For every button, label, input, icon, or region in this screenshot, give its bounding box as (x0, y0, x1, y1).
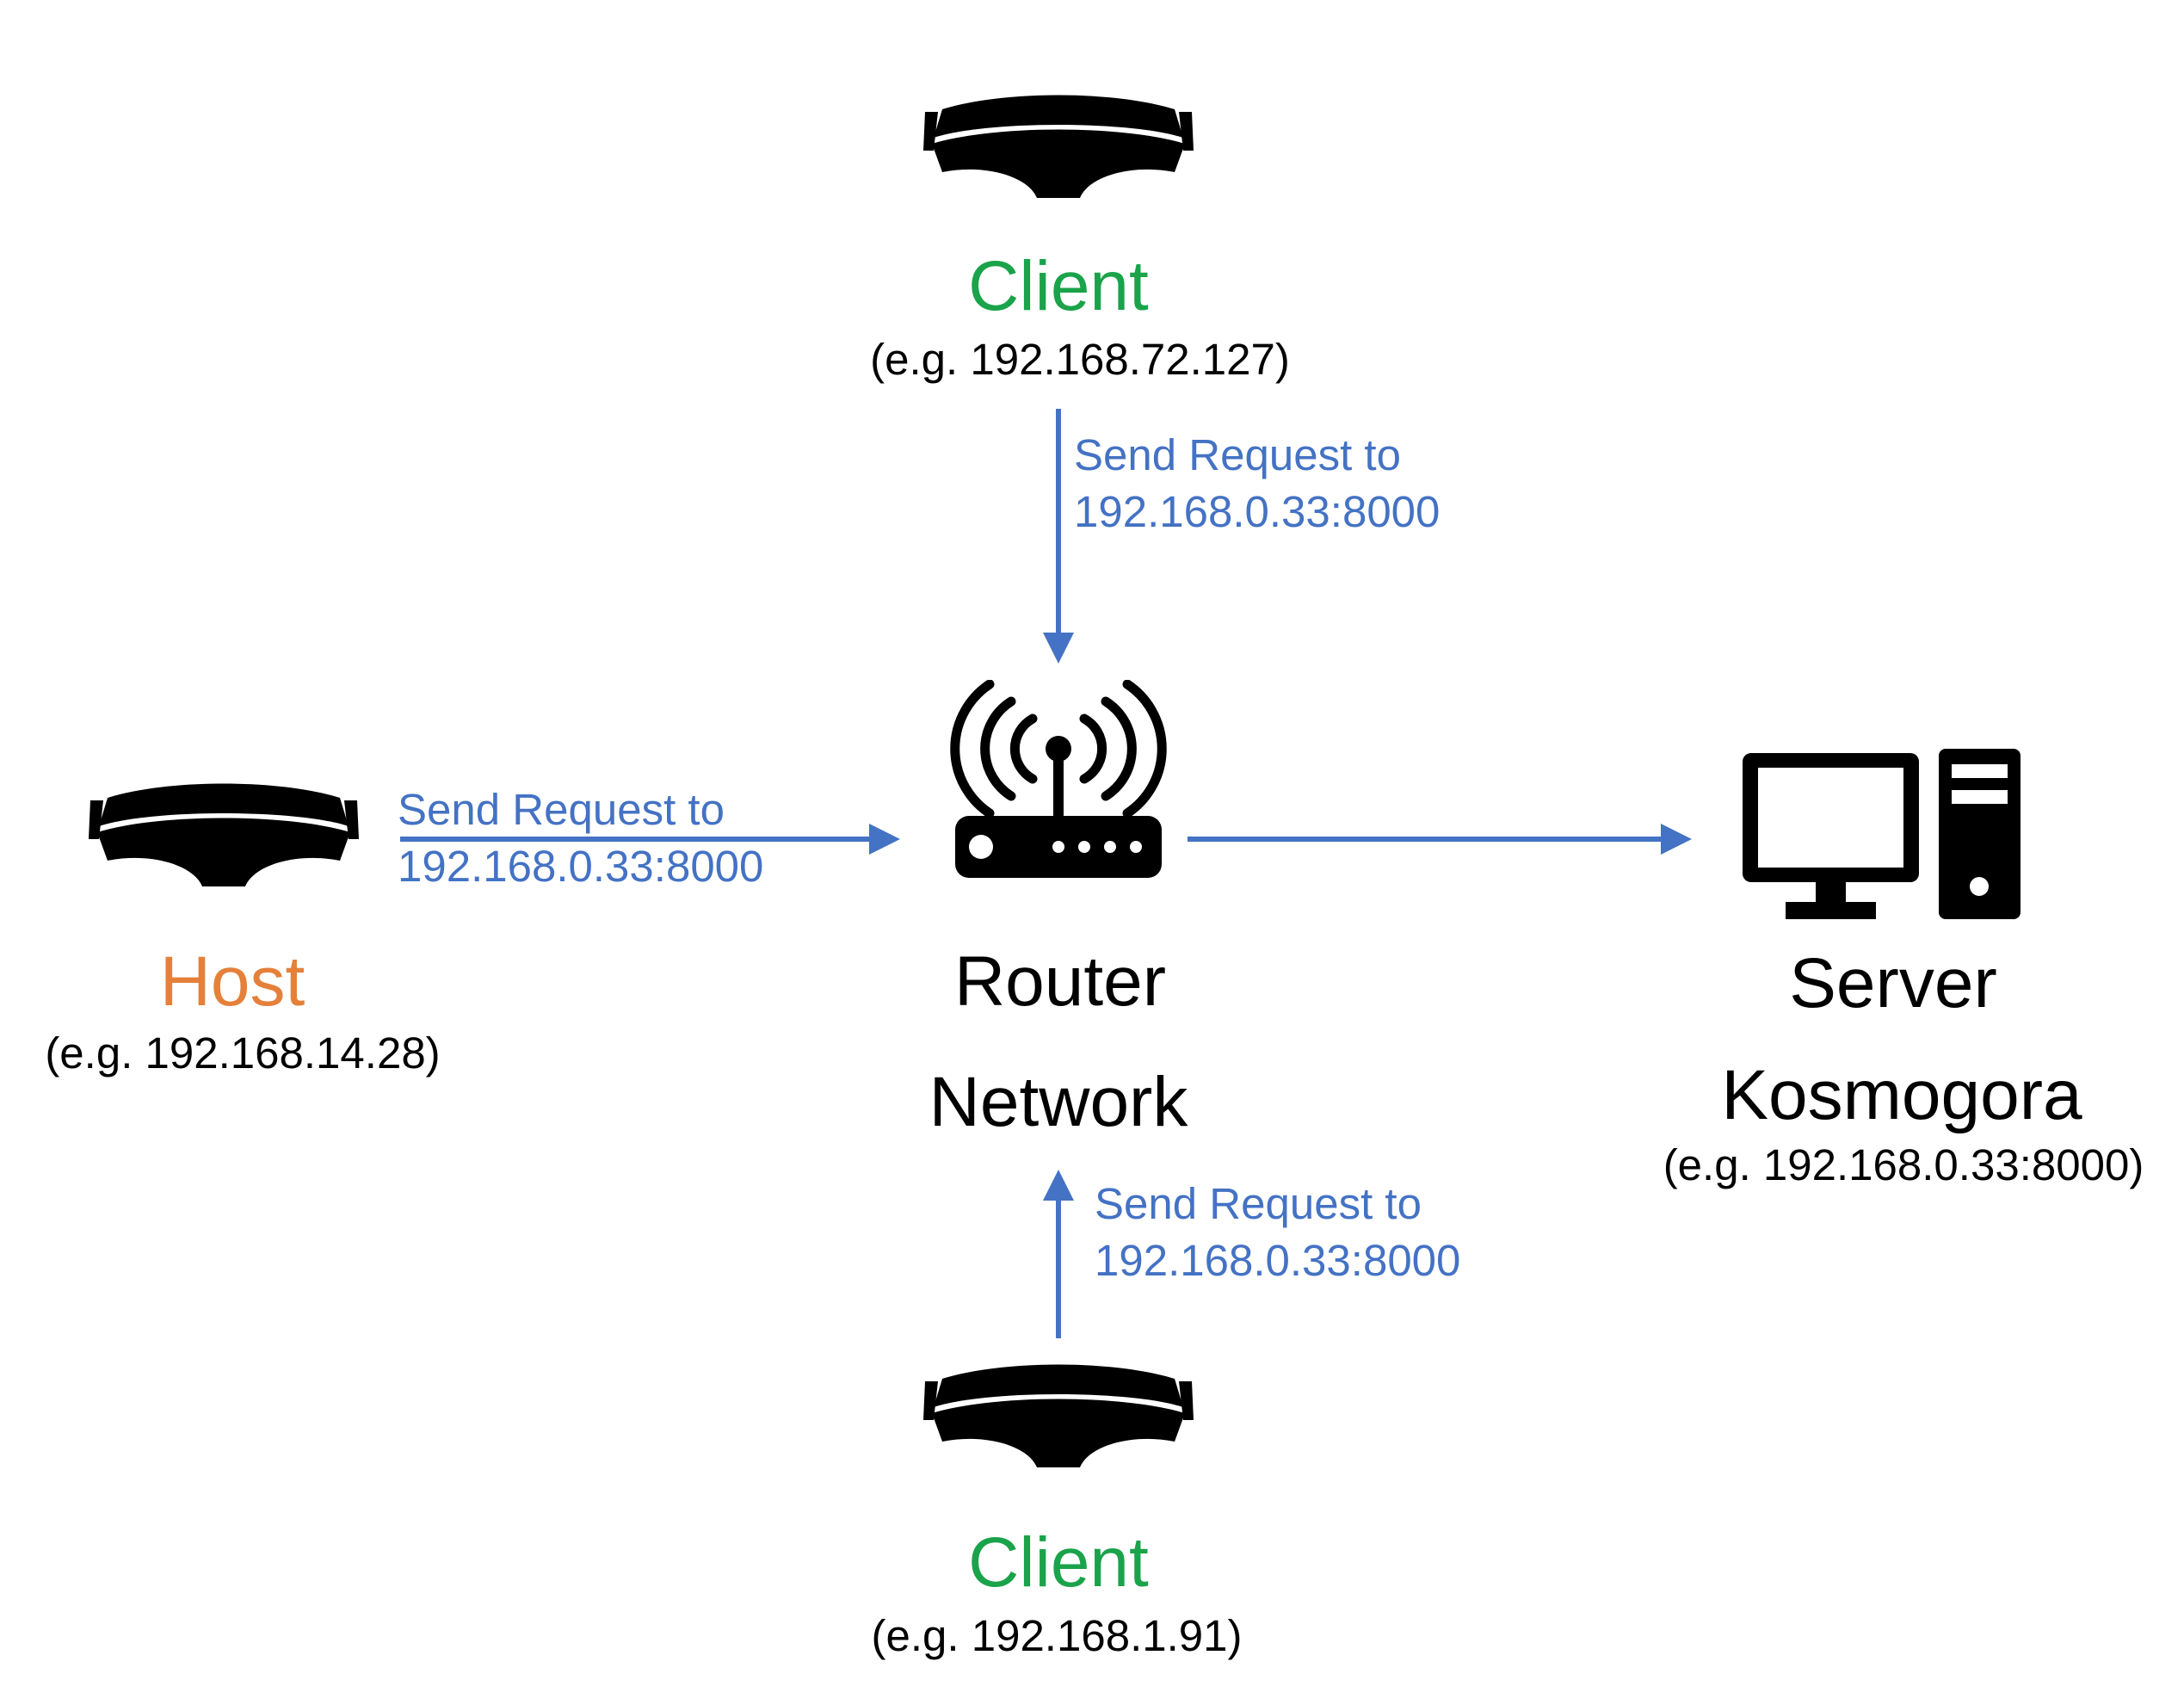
edge-label-line2: 192.168.0.33:8000 (1074, 487, 1441, 536)
edge-label-line1: Send Request to (1074, 430, 1401, 479)
host-ip: (e.g. 192.168.14.28) (45, 1028, 441, 1078)
vr-headset-icon (923, 1364, 1194, 1467)
client-top-ip: (e.g. 192.168.72.127) (870, 335, 1290, 384)
edge-label-host: Send Request to 192.168.0.33:8000 (398, 781, 763, 895)
client-top-label: Client (968, 247, 1149, 325)
server-ip: (e.g. 192.168.0.33:8000) (1663, 1140, 2144, 1189)
server-label: Server (1789, 944, 1997, 1022)
network-label: Network (929, 1063, 1188, 1141)
edge-label-line2: 192.168.0.33:8000 (1095, 1236, 1461, 1285)
edge-label-client-bottom: Send Request to 192.168.0.33:8000 (1095, 1176, 1460, 1289)
edge-label-client-top: Send Request to 192.168.0.33:8000 (1074, 427, 1440, 540)
kosmogora-label: Kosmogora (1721, 1056, 2082, 1134)
edge-label-line1: Send Request to (1095, 1179, 1422, 1228)
client-bottom-label: Client (968, 1523, 1149, 1602)
router-label: Router (953, 942, 1167, 1021)
wifi-router-icon (950, 680, 1167, 878)
client-bottom-ip: (e.g. 192.168.1.91) (871, 1611, 1243, 1660)
desktop-computer-icon (1743, 749, 2021, 919)
edge-label-line2: 192.168.0.33:8000 (398, 842, 764, 891)
vr-headset-icon (923, 95, 1194, 198)
vr-headset-icon (89, 783, 359, 886)
edge-label-line1: Send Request to (398, 785, 725, 834)
host-label: Host (159, 942, 305, 1021)
